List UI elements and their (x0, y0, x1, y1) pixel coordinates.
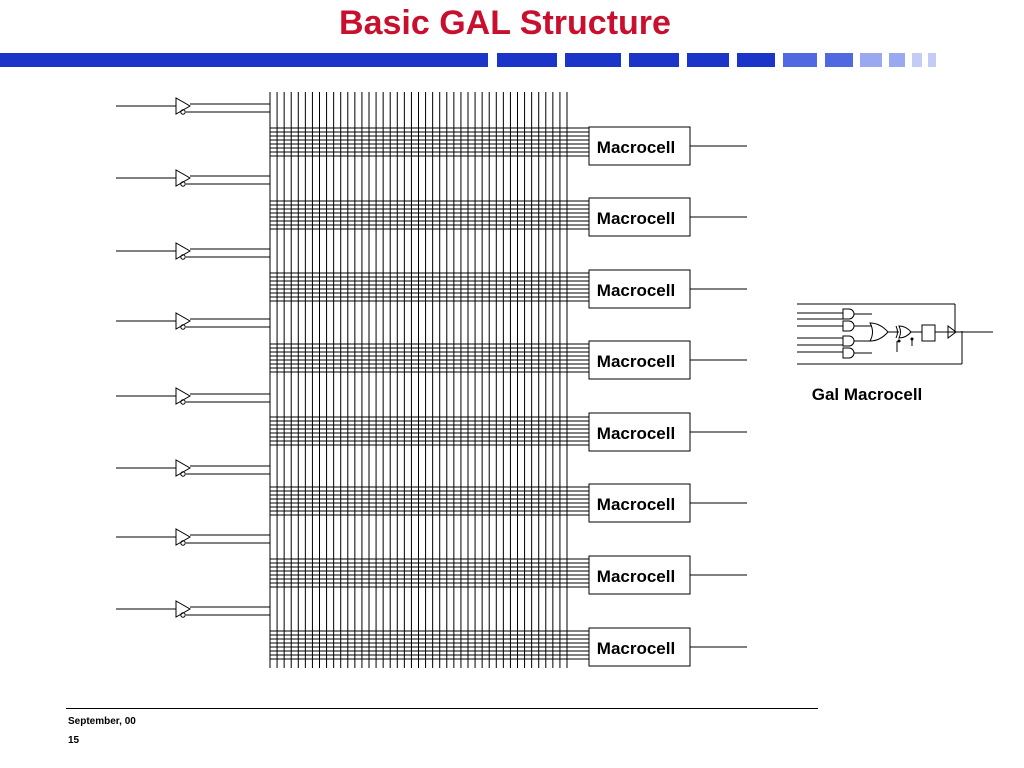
header-bar-segment (737, 53, 775, 67)
or-gate (869, 322, 889, 342)
inverter-bubble (180, 612, 186, 618)
header-bar-segment (889, 53, 905, 67)
and-gate (842, 308, 855, 320)
input-buffer (116, 459, 270, 477)
macrocell: Macrocell (588, 483, 747, 523)
header-bar-segment (912, 53, 922, 67)
xor-gate (898, 325, 912, 339)
slide-title: Basic GAL Structure (339, 4, 671, 42)
input-buffer (116, 528, 270, 546)
macrocell-label: Macrocell (597, 352, 675, 371)
macrocell-label: Macrocell (597, 567, 675, 586)
inverter-bubble (180, 324, 186, 330)
footer-date: September, 00 (68, 716, 136, 727)
and-gate (842, 347, 855, 359)
footer-divider (66, 708, 818, 709)
macrocell: Macrocell (588, 412, 747, 452)
header-bar-segment (928, 53, 936, 67)
and-array-grid (269, 92, 589, 668)
inverter-bubble (180, 540, 186, 546)
macrocell-label: Macrocell (597, 639, 675, 658)
macrocell-box (588, 126, 691, 166)
macrocell-box (588, 627, 691, 667)
inverter-bubble (180, 109, 186, 115)
macrocell-column: MacrocellMacrocellMacrocellMacrocellMacr… (588, 126, 747, 667)
header-bar-segment (497, 53, 557, 67)
macrocell-box (588, 340, 691, 380)
header-bar-segment (629, 53, 679, 67)
input-buffer (116, 600, 270, 618)
header-bar-segment (0, 53, 488, 67)
macrocell: Macrocell (588, 340, 747, 380)
page-number: 15 (68, 735, 80, 746)
macrocell-detail-schematic (797, 303, 993, 365)
and-gate (842, 320, 855, 332)
header-bar-segment (783, 53, 817, 67)
macrocell-detail-caption: Gal Macrocell (812, 385, 923, 404)
macrocell: Macrocell (588, 126, 747, 166)
inverter-bubble (180, 254, 186, 260)
header-bar-segment (860, 53, 882, 67)
input-buffer (116, 242, 270, 260)
xor-gate-arc (895, 325, 898, 339)
input-buffer (116, 169, 270, 187)
macrocell: Macrocell (588, 269, 747, 309)
inverter-bubble (180, 181, 186, 187)
gal-structure-diagram: MacrocellMacrocellMacrocellMacrocellMacr… (116, 92, 993, 668)
input-buffer (116, 312, 270, 330)
macrocell-box (588, 197, 691, 237)
flip-flop (921, 324, 936, 342)
macrocell-label: Macrocell (597, 138, 675, 157)
input-buffer (116, 387, 270, 405)
macrocell: Macrocell (588, 197, 747, 237)
and-gate (842, 335, 855, 347)
input-buffers (116, 97, 270, 618)
macrocell-label: Macrocell (597, 424, 675, 443)
header-bar-segment (687, 53, 729, 67)
macrocell: Macrocell (588, 555, 747, 595)
input-buffer (116, 97, 270, 115)
header-bar-segment (565, 53, 621, 67)
macrocell-label: Macrocell (597, 209, 675, 228)
macrocell-label: Macrocell (597, 495, 675, 514)
inverter-bubble (180, 471, 186, 477)
macrocell-box (588, 412, 691, 452)
header-bar-segment (825, 53, 853, 67)
control-dot (897, 339, 901, 343)
output-buffer (947, 325, 957, 339)
macrocell-box (588, 483, 691, 523)
macrocell: Macrocell (588, 627, 747, 667)
macrocell-label: Macrocell (597, 281, 675, 300)
inverter-bubble (180, 399, 186, 405)
